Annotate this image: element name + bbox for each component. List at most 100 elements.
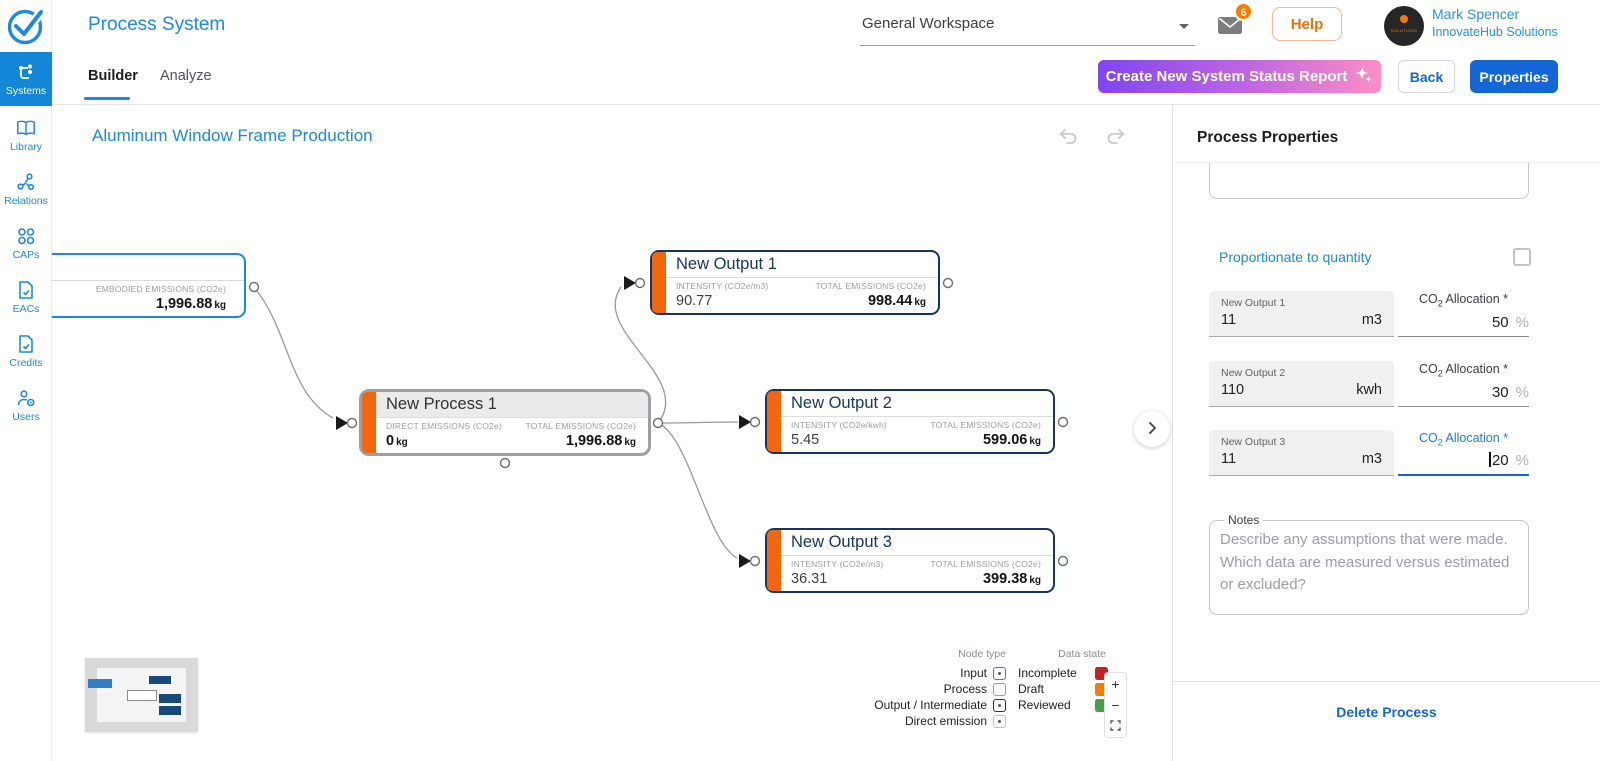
node-new-output-1[interactable]: New Output 1 INTENSITY (CO2e/m3) 90.77 T… <box>650 250 940 315</box>
output-node-icon <box>993 698 1006 712</box>
node-title: New Output 1 <box>676 255 777 273</box>
connector-handle[interactable] <box>1057 416 1069 428</box>
scrolled-text-field[interactable] <box>1209 163 1529 199</box>
page-title: Process System <box>88 14 226 35</box>
sidebar-item-systems[interactable]: Systems <box>0 52 52 106</box>
mail-badge: 6 <box>1234 2 1253 21</box>
eacs-icon <box>17 280 35 300</box>
redo-icon <box>1107 128 1125 144</box>
users-icon <box>16 388 36 408</box>
zoom-in-button[interactable]: + <box>1105 675 1126 693</box>
credits-icon <box>17 334 35 354</box>
undo-button[interactable] <box>1052 127 1082 151</box>
status-bar-draft <box>767 530 781 591</box>
connector-handle[interactable] <box>499 457 511 469</box>
fit-view-button[interactable] <box>1105 717 1126 735</box>
arrowhead-icon <box>739 415 751 429</box>
chevron-right-icon <box>1149 421 1156 434</box>
create-report-button[interactable]: Create New System Status Report <box>1098 60 1381 93</box>
legend-node-type: Node type Input Process Output / Interme… <box>874 648 1006 728</box>
co2-allocation-field-output-3[interactable]: CO2 Allocation * 20% <box>1398 430 1529 476</box>
mail-button[interactable] <box>1212 10 1248 42</box>
edge-process-to-output2 <box>657 421 739 424</box>
connector-handle[interactable] <box>634 277 646 289</box>
zoom-controls: + − <box>1104 672 1127 738</box>
redo-button[interactable] <box>1102 127 1132 151</box>
connector-handle[interactable] <box>346 417 358 429</box>
sparkles-icon <box>1355 66 1373 88</box>
text-cursor <box>1489 452 1491 467</box>
node-title: New Process 1 <box>376 392 648 417</box>
stat-label: EMBODIED EMISSIONS (CO2e) <box>95 284 226 294</box>
notes-field: Notes <box>1209 513 1529 615</box>
workspace-selector[interactable]: General Workspace <box>860 6 1195 46</box>
process-properties-panel: Process Properties Proportionate to quan… <box>1172 105 1600 761</box>
node-title: New Output 2 <box>791 394 892 412</box>
sidebar-item-eacs[interactable]: EACs <box>0 270 52 324</box>
co2-allocation-field-output-1[interactable]: CO2 Allocation * 50% <box>1398 291 1529 337</box>
back-button[interactable]: Back <box>1398 60 1455 93</box>
edge-process-to-output1 <box>614 286 667 424</box>
active-tab-indicator <box>84 97 130 100</box>
sidebar: Systems Library Relations <box>0 0 52 761</box>
node-title: New Output 3 <box>791 533 892 551</box>
sidebar-item-library[interactable]: Library <box>0 108 52 162</box>
proportionate-checkbox[interactable] <box>1513 248 1531 266</box>
connector-handle[interactable] <box>749 555 761 567</box>
user-menu[interactable]: Mark Spencer InnovateHub Solutions <box>1432 6 1558 39</box>
caps-icon <box>16 226 36 246</box>
arrowhead-icon <box>624 276 636 290</box>
status-bar-draft <box>652 252 666 313</box>
zoom-out-button[interactable]: − <box>1105 696 1126 714</box>
sidebar-item-caps[interactable]: CAPs <box>0 216 52 270</box>
flow-canvas[interactable]: Aluminum Window Frame Production <box>52 105 1172 761</box>
process-node-icon <box>993 682 1006 696</box>
node-new-output-3[interactable]: New Output 3 INTENSITY (CO2e/m3) 36.31 T… <box>765 528 1055 593</box>
chevron-down-icon <box>1179 24 1189 29</box>
tab-builder[interactable]: Builder <box>88 68 138 84</box>
edge-process-to-output3 <box>657 422 738 559</box>
top-bar: Process System General Workspace 6 Help … <box>52 0 1600 52</box>
connector-handle[interactable] <box>749 416 761 428</box>
properties-button[interactable]: Properties <box>1470 60 1558 93</box>
undo-icon <box>1059 128 1077 144</box>
org-logo-icon <box>1400 15 1408 23</box>
notes-label: Notes <box>1228 513 1260 527</box>
sidebar-item-users[interactable]: Users <box>0 378 52 432</box>
connector-handle[interactable] <box>1057 555 1069 567</box>
tab-bar: Builder Analyze Create New System Status… <box>52 52 1600 105</box>
connector-handle[interactable] <box>942 277 954 289</box>
notes-textarea[interactable] <box>1220 529 1518 597</box>
collapse-panel-button[interactable] <box>1134 411 1170 447</box>
delete-process-button[interactable]: Delete Process <box>1336 704 1437 720</box>
minimap[interactable] <box>85 658 198 732</box>
co2-allocation-field-output-2[interactable]: CO2 Allocation * 30% <box>1398 361 1529 407</box>
app-logo-icon[interactable] <box>5 4 47 48</box>
mail-icon <box>1217 16 1243 38</box>
status-bar-draft <box>767 391 781 452</box>
relations-icon <box>16 172 36 192</box>
systems-icon <box>16 62 36 82</box>
sidebar-item-relations[interactable]: Relations <box>0 162 52 216</box>
edges-layer <box>248 276 1069 568</box>
node-new-output-2[interactable]: New Output 2 INTENSITY (CO2e/kwh) 5.45 T… <box>765 389 1055 454</box>
system-title: Aluminum Window Frame Production <box>92 126 373 145</box>
panel-title: Process Properties <box>1197 129 1339 146</box>
sidebar-item-credits[interactable]: Credits <box>0 324 52 378</box>
arrowhead-icon <box>336 416 348 430</box>
direct-emission-node-icon <box>993 714 1006 728</box>
connector-handle[interactable] <box>248 281 260 293</box>
fit-view-icon <box>1110 720 1121 732</box>
help-button[interactable]: Help <box>1272 7 1342 41</box>
proportionate-to-quantity-label[interactable]: Proportionate to quantity <box>1219 249 1372 265</box>
tab-analyze[interactable]: Analyze <box>160 68 212 84</box>
avatar[interactable]: SOLUTIONS <box>1384 6 1424 46</box>
arrowhead-icon <box>739 554 751 568</box>
connector-handle[interactable] <box>652 417 664 429</box>
